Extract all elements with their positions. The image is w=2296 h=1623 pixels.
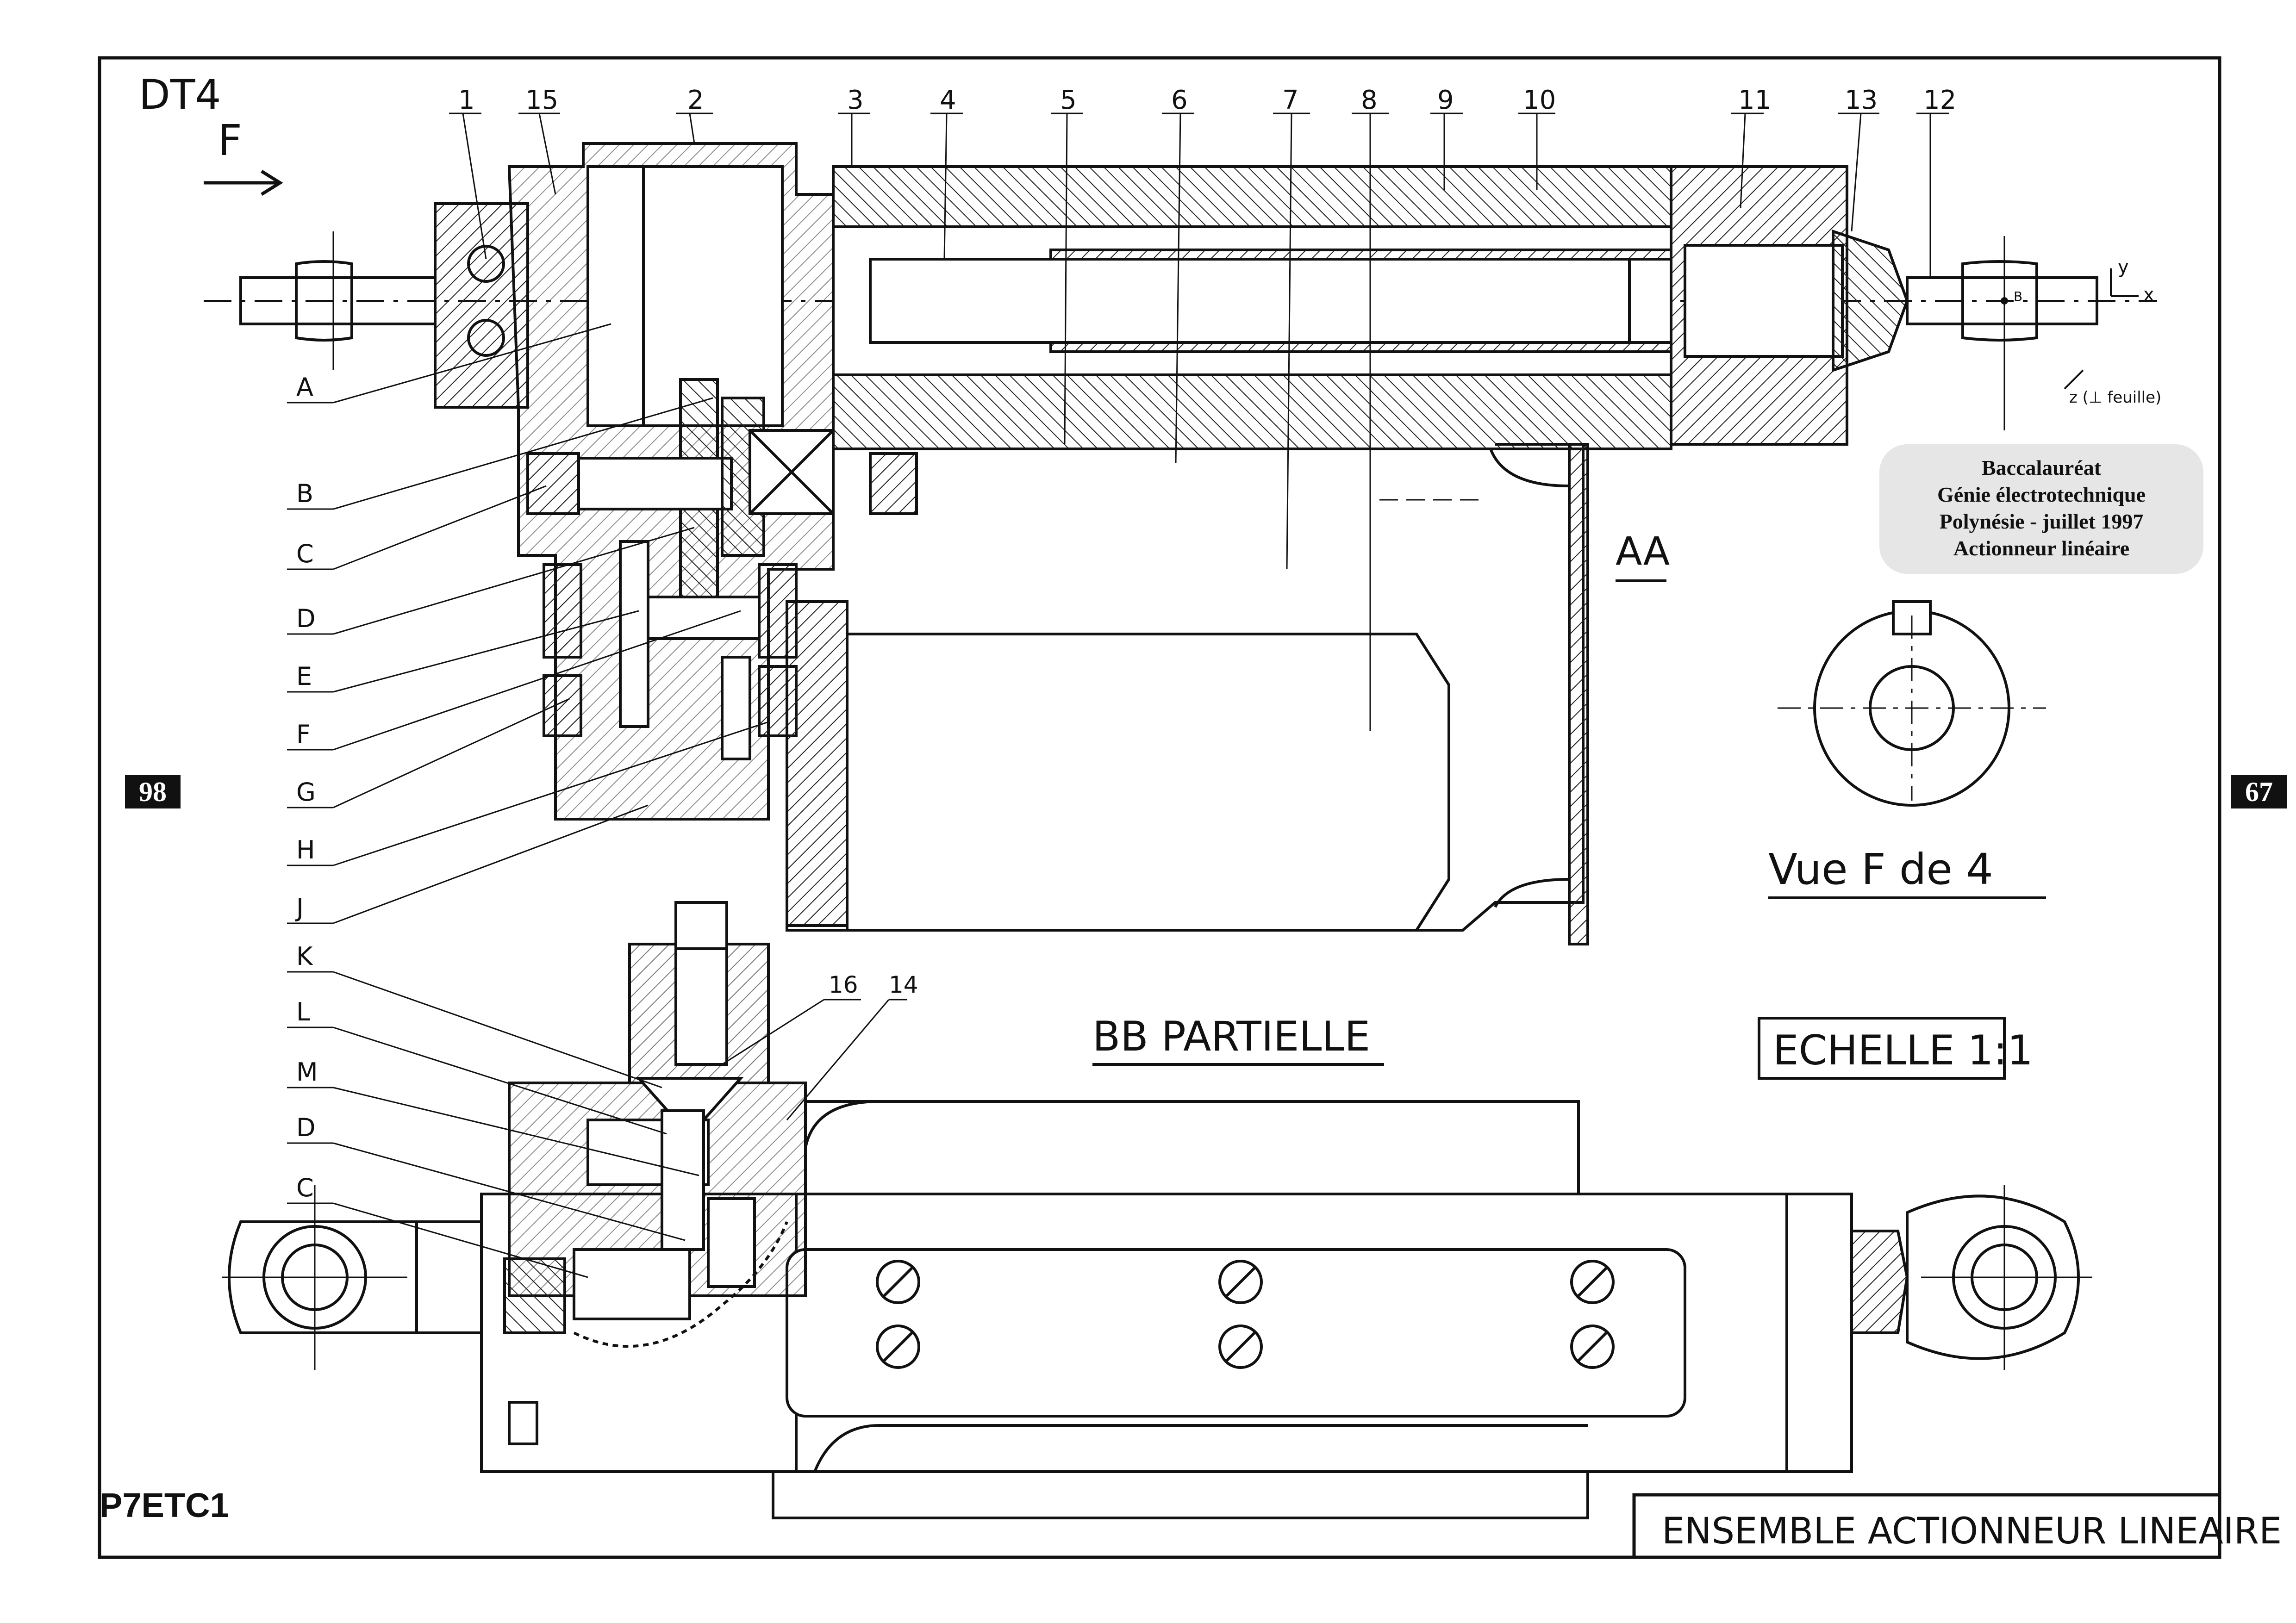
point-b-marker xyxy=(2001,297,2008,305)
page-badge-right: 67 xyxy=(2231,775,2287,808)
svg-text:M: M xyxy=(296,1057,318,1087)
svg-text:12: 12 xyxy=(1923,85,1956,115)
bearing-e xyxy=(543,563,582,659)
right-rod-end xyxy=(1906,276,2098,325)
svg-text:8: 8 xyxy=(1361,85,1378,115)
svg-text:13: 13 xyxy=(1845,85,1878,115)
svg-text:C: C xyxy=(296,1173,314,1202)
exam-stamp: Baccalauréat Génie électrotechnique Poly… xyxy=(1879,444,2203,574)
svg-text:10: 10 xyxy=(1523,85,1556,115)
section-aa-label: AA xyxy=(1616,529,1670,574)
sheet-code: P7ETC1 xyxy=(100,1486,229,1524)
cylinder-tube xyxy=(832,165,1672,228)
svg-text:J: J xyxy=(295,893,304,922)
svg-text:L: L xyxy=(296,997,310,1026)
sheet-id: DT4 xyxy=(139,71,221,118)
svg-text:7: 7 xyxy=(1282,85,1299,115)
svg-text:H: H xyxy=(296,835,315,864)
motor-housing xyxy=(786,600,849,927)
svg-text:E: E xyxy=(296,662,312,691)
section-aa xyxy=(204,142,2157,945)
svg-text:11: 11 xyxy=(1738,85,1771,115)
view-arrow-icon xyxy=(204,170,283,196)
sheet-frame xyxy=(98,56,2221,1559)
pinion-b xyxy=(526,452,580,515)
gear-a xyxy=(586,165,645,427)
svg-text:4: 4 xyxy=(940,85,956,115)
svg-text:G: G xyxy=(296,777,316,807)
svg-text:16: 16 xyxy=(829,971,858,998)
page-badge-left: 98 xyxy=(125,775,181,808)
bb-slot xyxy=(786,1248,1686,1418)
section-bb-label: BB PARTIELLE xyxy=(1092,1013,1370,1060)
view-f-drawing xyxy=(1778,600,2046,807)
svg-text:F: F xyxy=(296,720,311,749)
scale-box xyxy=(1758,1017,2006,1080)
part-numbers-top: 1 15 2 3 4 5 6 7 8 9 10 11 13 12 xyxy=(458,85,1956,115)
section-bb xyxy=(222,901,2092,1519)
stamp-line-3: Polynésie - juillet 1997 xyxy=(1939,510,2144,533)
svg-text:9: 9 xyxy=(1437,85,1454,115)
title-block xyxy=(1632,1493,2221,1559)
stamp-line-4: Actionneur linéaire xyxy=(1953,536,2130,560)
scale-label: ECHELLE 1:1 xyxy=(1773,1026,2033,1074)
svg-text:15: 15 xyxy=(525,85,558,115)
letter-labels-aa: A B C D E F G H J xyxy=(295,373,316,922)
view-f-label: Vue F de 4 xyxy=(1768,845,1993,894)
axis-x-label: x xyxy=(2143,284,2154,305)
stamp-line-1: Baccalauréat xyxy=(1981,456,2102,479)
svg-text:C: C xyxy=(296,539,314,568)
svg-text:1: 1 xyxy=(458,85,475,115)
title-block-label: ENSEMBLE ACTIONNEUR LINEAIRE xyxy=(1662,1511,2282,1552)
svg-text:D: D xyxy=(296,604,316,633)
leader-lines-aa xyxy=(287,323,769,924)
svg-text:D: D xyxy=(296,1113,316,1142)
letter-labels-bb: K L M D C 16 14 xyxy=(296,942,918,1202)
bb-screws xyxy=(876,1260,1615,1369)
svg-text:A: A xyxy=(296,373,313,402)
svg-text:3: 3 xyxy=(847,85,864,115)
axis-z-label: z (⊥ feuille) xyxy=(2069,388,2161,407)
svg-text:2: 2 xyxy=(687,85,704,115)
axes-symbol xyxy=(2064,268,2139,390)
leader-lines-top xyxy=(449,112,1949,731)
axis-y-label: y xyxy=(2118,256,2129,278)
stamp-line-2: Génie électrotechnique xyxy=(1937,483,2146,506)
motor xyxy=(846,633,1450,932)
svg-text:5: 5 xyxy=(1060,85,1077,115)
point-b-label: B xyxy=(2014,289,2022,304)
screw xyxy=(869,258,1631,344)
view-arrow-label: F xyxy=(218,116,242,165)
svg-text:14: 14 xyxy=(889,971,918,998)
svg-text:K: K xyxy=(296,942,313,971)
leader-lines-bb xyxy=(287,971,907,1278)
svg-text:B: B xyxy=(296,479,313,508)
svg-text:6: 6 xyxy=(1171,85,1188,115)
